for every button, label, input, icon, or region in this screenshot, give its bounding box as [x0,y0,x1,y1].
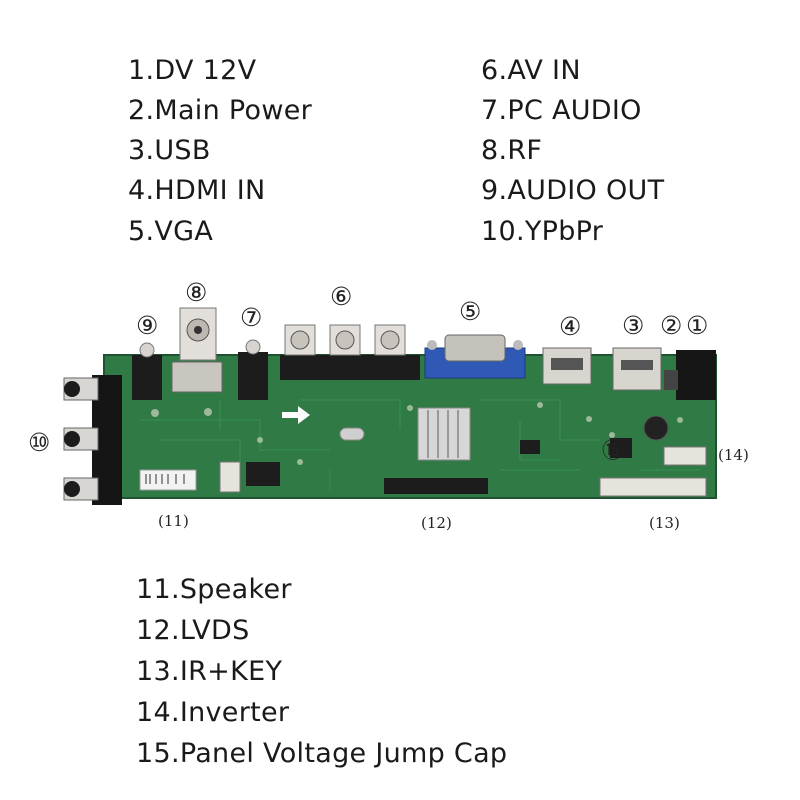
jump-cap [610,438,632,458]
crystal [339,427,365,441]
legend-item-1: 1.DV 12V [128,55,257,86]
legend-item-8: 8.RF [481,135,543,166]
marker-7: ⑦ [240,303,263,332]
legend-item-13: 13.IR+KEY [136,656,283,687]
av-in-jacks [280,324,420,380]
legend-item-6: 6.AV IN [481,55,581,86]
marker-9: ⑨ [136,311,159,340]
vga-port [424,334,526,379]
heatsink [417,407,471,461]
legend-item-11: 11.Speaker [136,574,292,605]
marker-10: ⑩ [28,428,51,457]
marker-3: ③ [622,311,645,340]
arrow-marking [282,406,310,424]
ic-chip [246,462,280,486]
legend-item-3: 3.USB [128,135,211,166]
legend-item-14: 14.Inverter [136,697,290,728]
ypbpr-jacks [63,375,122,505]
legend-item-12: 12.LVDS [136,615,250,646]
power-connector [676,350,716,400]
legend-item-15: 15.Panel Voltage Jump Cap [136,738,508,769]
audio-out-jack [132,355,162,400]
ir-key-connector [599,477,707,497]
legend-item-9: 9.AUDIO OUT [481,175,665,206]
marker-11: (11) [158,512,189,530]
legend-item-10: 10.YPbPr [481,216,604,247]
marker-8: ⑧ [185,278,208,307]
pc-audio-jack [238,352,268,400]
marker-12: (12) [421,514,452,532]
marker-13: (13) [649,514,680,532]
marker-5: ⑤ [459,297,482,326]
marker-4: ④ [559,312,582,341]
ic-chip [520,440,540,454]
legend-item-7: 7.PC AUDIO [481,95,642,126]
lvds-header [384,478,488,494]
legend-item-2: 2.Main Power [128,95,313,126]
rf-connector [171,307,223,393]
legend-item-4: 4.HDMI IN [128,175,266,206]
marker-15: ⑮ [602,439,625,464]
inverter-connector [663,446,707,466]
marker-2: ② [660,311,683,340]
speaker-connector [219,461,241,493]
legend-item-5: 5.VGA [128,216,214,247]
main-power-switch [664,370,678,390]
capacitor [643,415,669,441]
marker-1: ① [686,311,709,340]
marker-6: ⑥ [330,282,353,311]
marker-14: (14) [718,446,749,464]
